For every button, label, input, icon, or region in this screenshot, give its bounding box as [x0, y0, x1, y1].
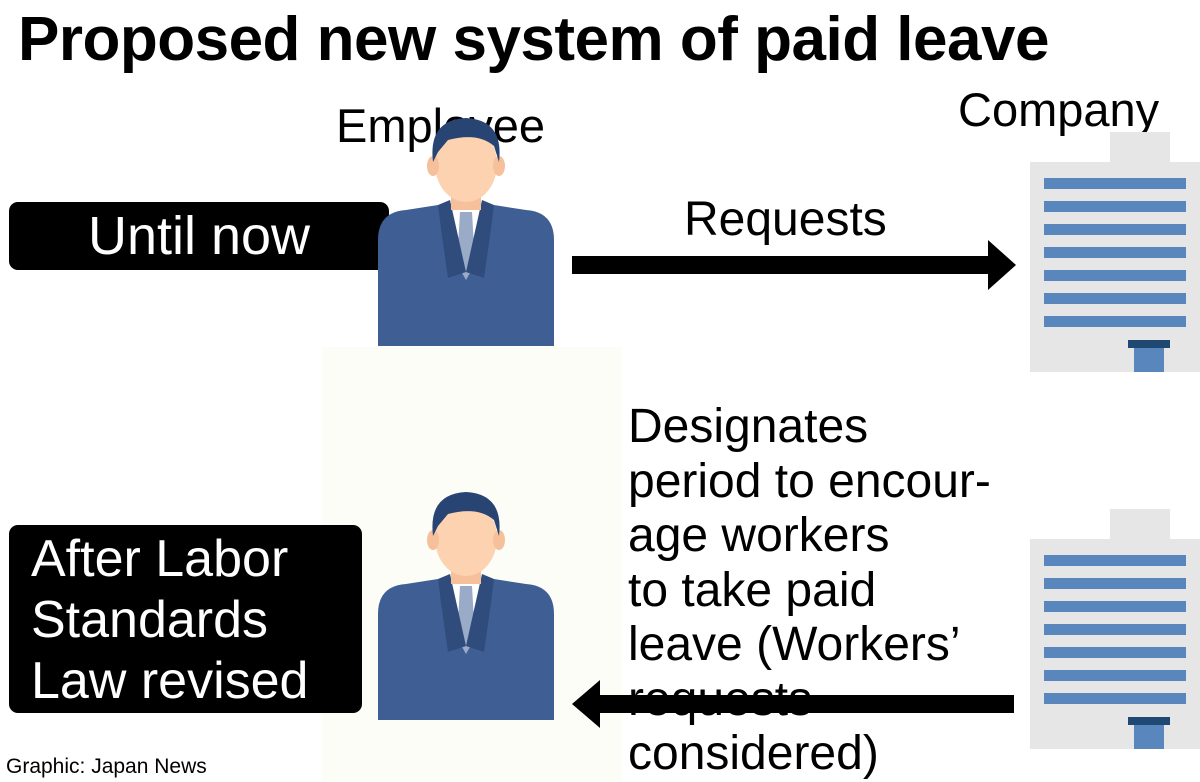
- requests-label: Requests: [684, 193, 887, 246]
- arrow-left-icon: [572, 680, 1014, 728]
- designates-label: Designates period to encour- age workers…: [628, 400, 991, 780]
- stage-label-after-revision: After Labor Standards Law revised: [9, 525, 362, 713]
- office-building-icon: [1030, 509, 1200, 749]
- company-label: Company: [958, 83, 1160, 136]
- arrow-right-icon: [572, 240, 1016, 290]
- page-title: Proposed new system of paid leave: [18, 5, 1049, 74]
- office-building-icon: [1030, 132, 1200, 372]
- stage-label-until-now: Until now: [9, 202, 389, 270]
- businessman-icon: [378, 118, 554, 346]
- businessman-icon: [378, 492, 554, 720]
- credit-line: Graphic: Japan News: [6, 755, 207, 778]
